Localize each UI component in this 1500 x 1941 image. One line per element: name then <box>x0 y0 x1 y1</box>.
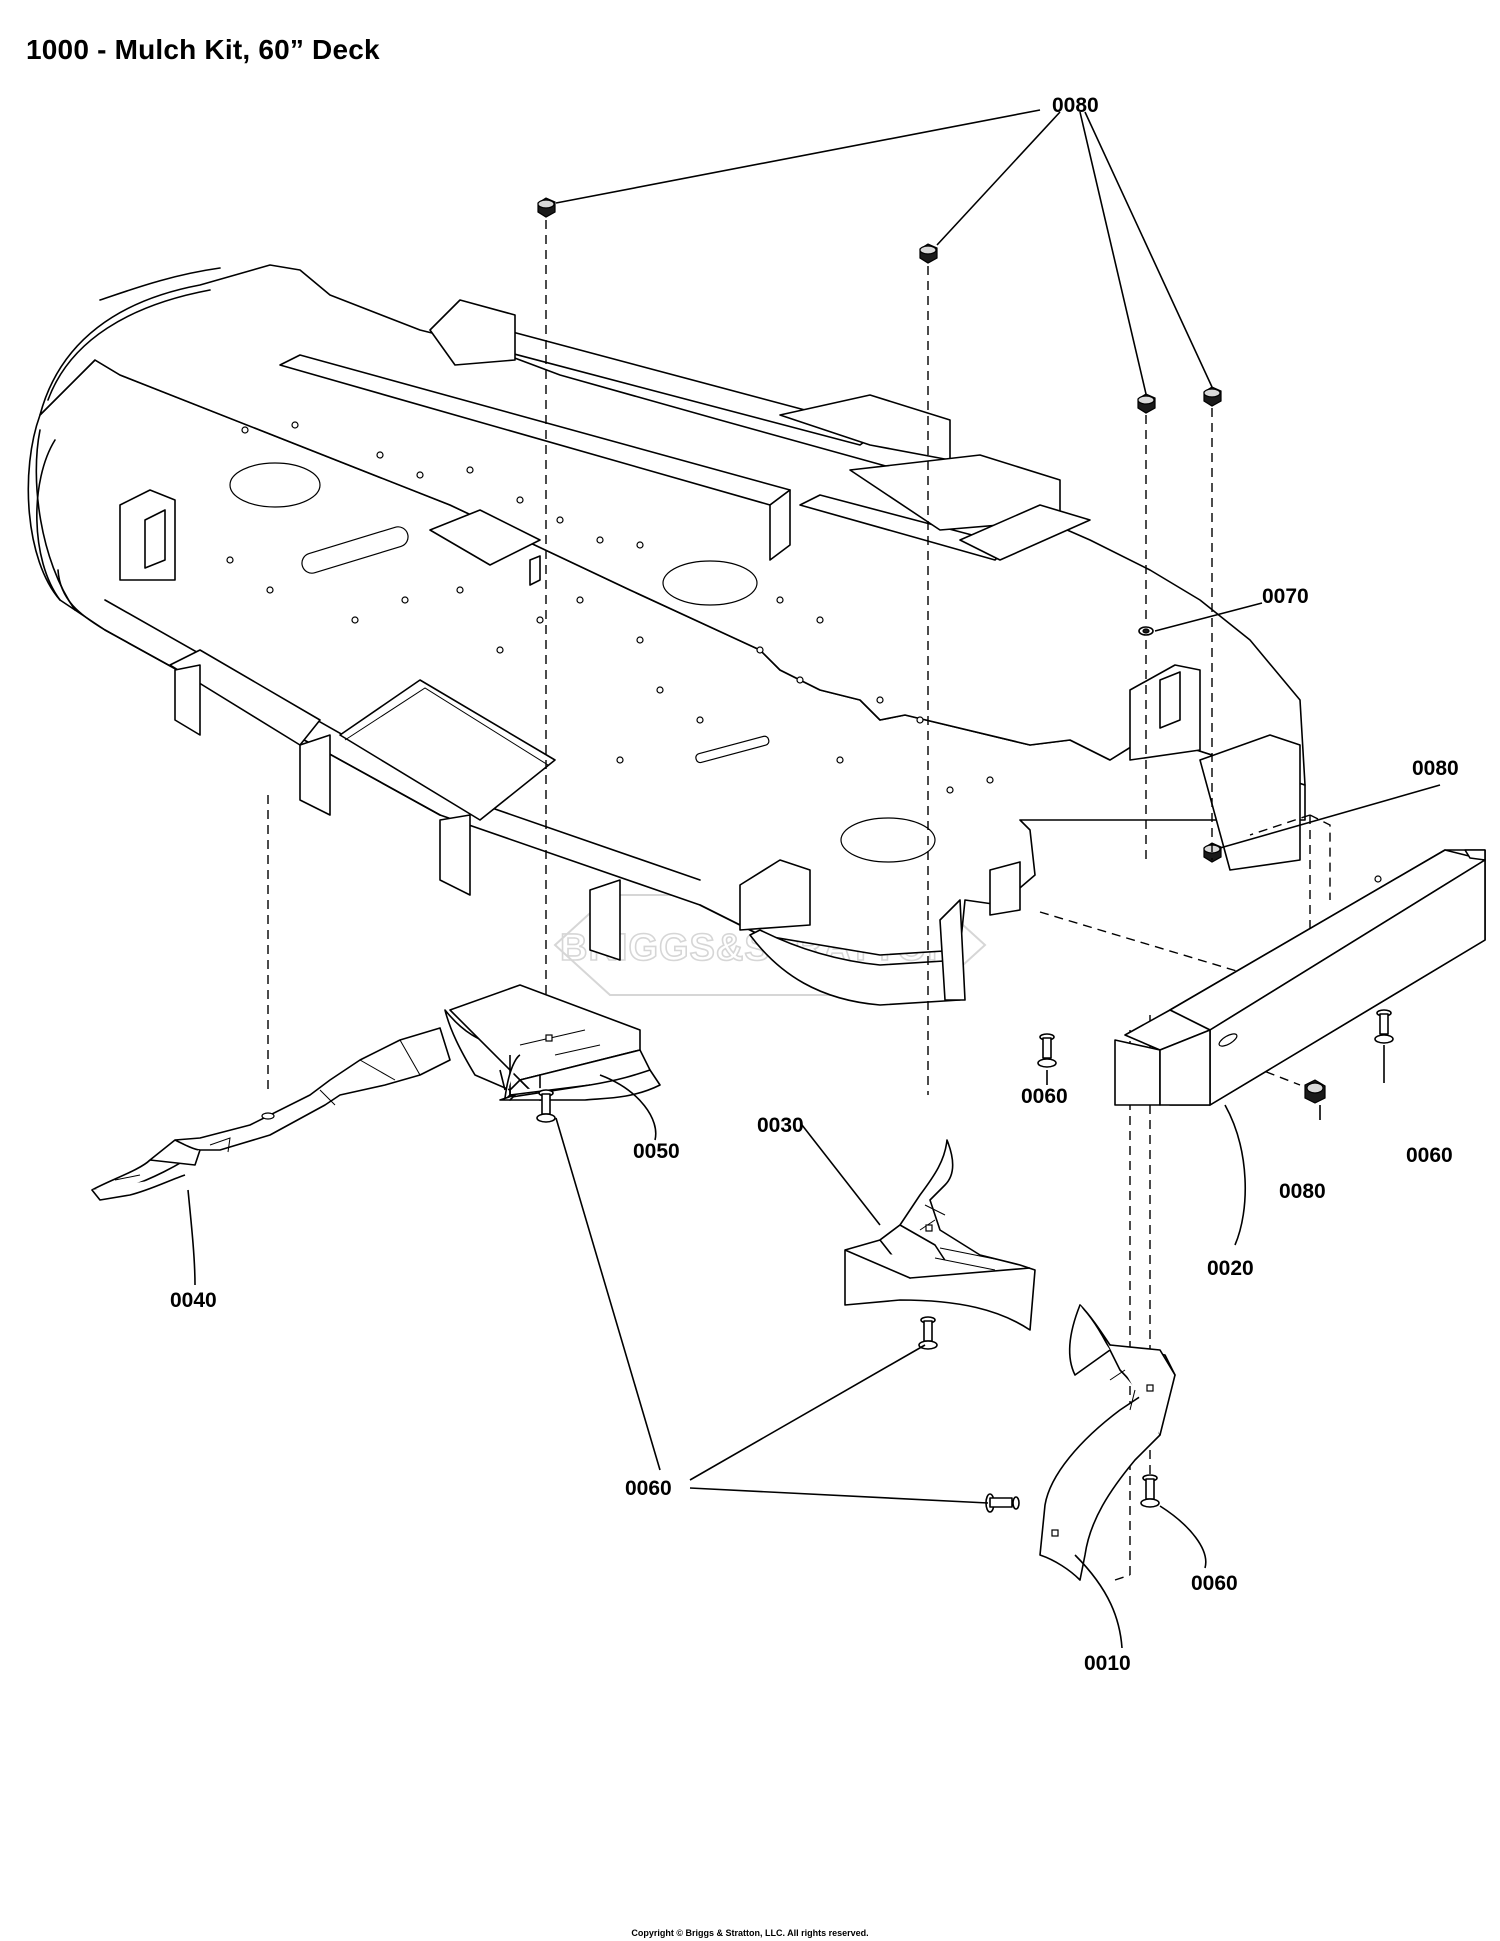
mulch-baffle-curved <box>1039 1304 1176 1581</box>
leader-lines <box>187 109 1441 1649</box>
bolt-set <box>536 1009 1394 1513</box>
callout-bolts-bottom: 0060 <box>625 1477 672 1500</box>
callout-washer: 0070 <box>1262 585 1309 608</box>
callout-baffle-center: 0030 <box>757 1114 804 1137</box>
hex-nut-lower <box>1304 1079 1326 1104</box>
callout-nut-right: 0080 <box>1412 757 1459 780</box>
page-title: 1000 - Mulch Kit, 60” Deck <box>26 34 380 65</box>
callout-nuts-top: 0080 <box>1052 94 1099 117</box>
callout-baffle-right: 0020 <box>1207 1257 1254 1280</box>
carriage-bolt <box>918 1316 938 1350</box>
callout-nut-lower: 0080 <box>1279 1180 1326 1203</box>
spindle-hole-center <box>662 560 758 606</box>
hex-nut <box>1137 393 1156 414</box>
callout-bolt-right-b: 0060 <box>1406 1144 1453 1167</box>
callout-baffle-left: 0050 <box>633 1140 680 1163</box>
mulch-baffle-center <box>844 1139 1036 1331</box>
mulch-baffle-left <box>444 984 661 1101</box>
mulch-baffle-right <box>1114 849 1486 1106</box>
carriage-bolt <box>536 1089 556 1123</box>
hex-nut <box>537 197 556 218</box>
flat-washer <box>1138 626 1154 636</box>
mower-deck <box>27 264 1306 1006</box>
carriage-bolt <box>985 1493 1020 1513</box>
callout-bolt-right-a: 0060 <box>1021 1085 1068 1108</box>
spindle-hole-left <box>229 462 321 508</box>
carriage-bolt <box>1037 1033 1057 1068</box>
spindle-hole-right <box>840 817 936 863</box>
callout-labels: 0080 0070 0080 0060 0060 0080 0020 0050 … <box>170 94 1459 1675</box>
hex-nut <box>919 243 938 264</box>
carriage-bolt <box>1374 1009 1394 1044</box>
callout-baffle-curved: 0010 <box>1084 1652 1131 1675</box>
callout-bolt-lower-right: 0060 <box>1191 1572 1238 1595</box>
carriage-bolt <box>1140 1474 1160 1508</box>
nut-set-top <box>537 197 1222 414</box>
copyright-notice: Copyright © Briggs & Stratton, LLC. All … <box>631 1928 869 1938</box>
hex-nut <box>1203 386 1222 407</box>
mower-blade <box>91 1027 451 1201</box>
callout-blade: 0040 <box>170 1289 217 1312</box>
